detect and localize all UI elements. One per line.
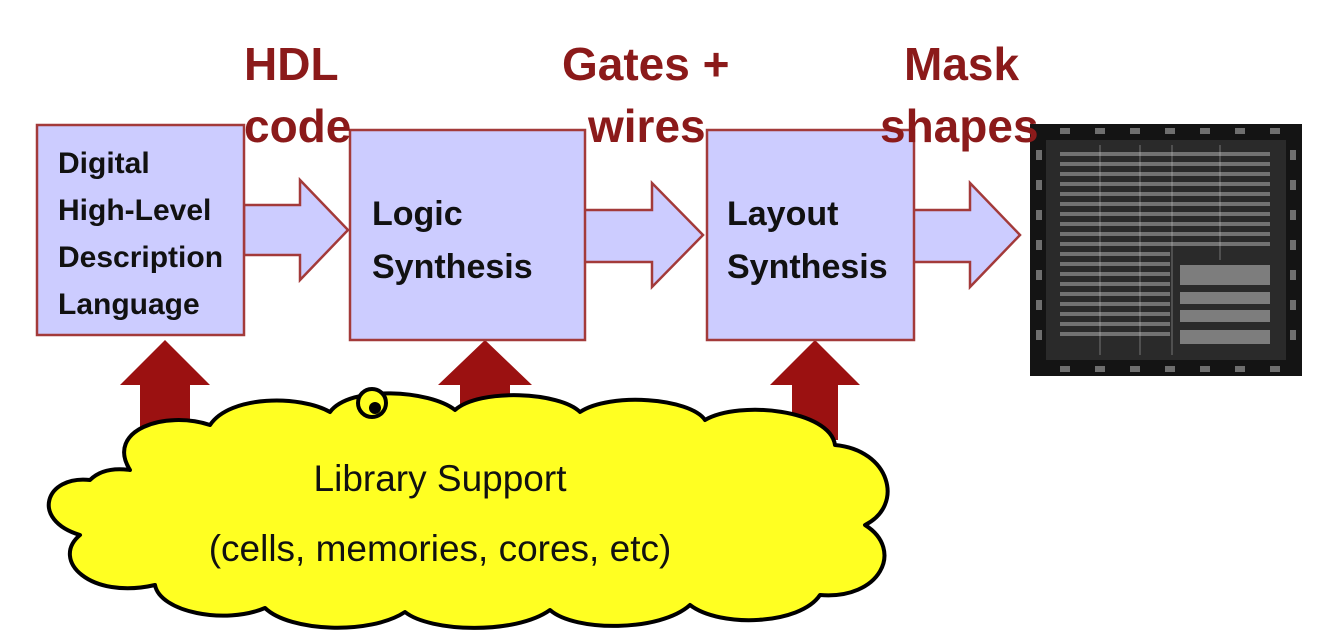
output-label-line: wires xyxy=(588,100,706,152)
stage-text-line: Logic xyxy=(372,195,463,233)
cloud-tail-bubble-dot xyxy=(369,402,381,414)
output-label-line: shapes xyxy=(880,100,1039,152)
stage-text-line: High-Level xyxy=(58,194,212,227)
stage-text-line: Digital xyxy=(58,147,150,180)
output-label-gates-wires: Gates + wires xyxy=(562,33,730,157)
output-label-line: HDL xyxy=(244,38,339,90)
stage-text-line: Description xyxy=(58,241,224,274)
output-label-line: Gates + xyxy=(562,38,730,90)
stage-text-line: Language xyxy=(58,288,200,321)
library-support-cloud xyxy=(46,391,890,630)
output-label-mask-shapes: Mask shapes xyxy=(880,33,1039,157)
flow-arrow-mask-shapes xyxy=(910,179,1022,291)
stage-box-logic-synthesis xyxy=(348,128,587,342)
stage-text-hdl: Digital High-Level Description Language xyxy=(58,140,223,328)
stage-text-logic-synthesis: Logic Synthesis xyxy=(372,188,533,294)
chip-die-image xyxy=(1030,124,1302,376)
library-support-subtitle: (cells, memories, cores, etc) xyxy=(208,528,672,569)
stage-text-line: Synthesis xyxy=(727,248,888,286)
library-support-title: Library Support xyxy=(313,458,567,499)
stage-text-line: Synthesis xyxy=(372,248,533,286)
stage-text-layout-synthesis: Layout Synthesis xyxy=(727,188,888,294)
output-label-line: code xyxy=(244,100,352,152)
support-arrow-hdl xyxy=(120,340,210,440)
output-label-hdl-code: HDL code xyxy=(244,33,351,157)
stage-box-hdl xyxy=(35,123,246,337)
output-label-line: Mask xyxy=(904,38,1020,90)
flow-arrow-hdl-code xyxy=(242,176,350,284)
flow-arrow-gates-wires xyxy=(580,179,705,291)
stage-box-layout-synthesis xyxy=(705,128,916,342)
stage-text-line: Layout xyxy=(727,195,839,233)
